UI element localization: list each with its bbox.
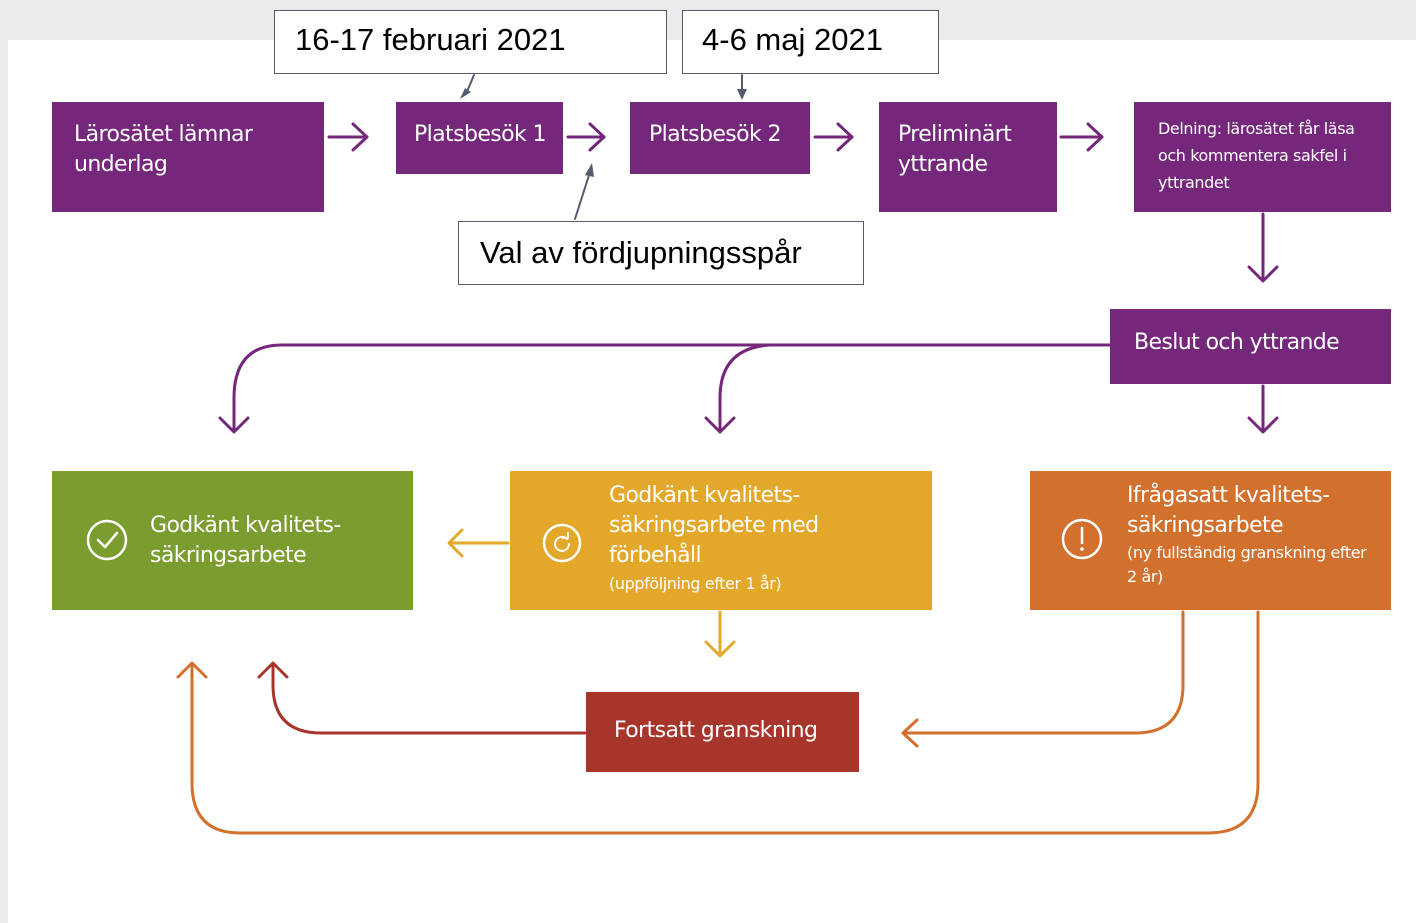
step-submit-materials: Lärosätet lämnar underlag — [52, 102, 324, 212]
refresh-circle-svg — [542, 523, 582, 563]
arrow-visit1-to-visit2 — [566, 122, 606, 152]
arrow-sharing-to-decision — [1247, 212, 1279, 283]
outcome-approved: Godkänt kvalitets-säkringsarbete — [52, 471, 413, 610]
step-preliminary-statement: Preliminärt yttrande — [879, 102, 1057, 212]
checkmark-circle-icon — [86, 519, 128, 570]
step-site-visit-1-label: Platsbesök 1 — [414, 122, 547, 147]
arrow-reserved-to-approved — [447, 528, 510, 558]
flow-arrow-red — [257, 661, 587, 735]
step-sharing: Delning: lärosätet får läsa och kommente… — [1134, 102, 1391, 212]
exclamation-circle-svg — [1061, 518, 1103, 560]
outcome-approved-with-reservation: Godkänt kvalitets-säkringsarbete med för… — [510, 471, 932, 610]
step-site-visit-1: Platsbesök 1 — [396, 102, 563, 174]
arrow-questioned-to-approved — [176, 610, 1260, 835]
step-decision: Beslut och yttrande — [1110, 309, 1391, 384]
arrow-decision-to-questioned — [1247, 384, 1279, 434]
outcome-reserved-note: (uppföljning efter 1 år) — [609, 574, 782, 593]
flow-arrows-orange — [176, 610, 1260, 835]
callout-date-visit2: 4-6 maj 2021 — [682, 10, 939, 74]
exclamation-circle-icon — [1061, 518, 1103, 569]
step-site-visit-2: Platsbesök 2 — [630, 102, 810, 174]
callout-track-choice: Val av fördjupningsspår — [458, 221, 864, 285]
outcome-continued-review: Fortsatt granskning — [586, 692, 859, 772]
outcome-questioned-label: Ifrågasatt kvalitets-säkringsarbete — [1127, 483, 1330, 538]
callout-track-choice-text: Val av fördjupningsspår — [480, 235, 802, 270]
arrow-reserved-to-continued — [704, 610, 736, 658]
step-site-visit-2-label: Platsbesök 2 — [649, 122, 782, 147]
step-preliminary-statement-label: Preliminärt yttrande — [898, 122, 1012, 177]
outcome-continued-label: Fortsatt granskning — [614, 718, 818, 743]
arrow-prelim-to-sharing — [1059, 122, 1104, 152]
pointer-head-track — [585, 163, 594, 177]
arrow-decision-to-reserved — [704, 343, 772, 434]
checkmark-circle-svg — [86, 519, 128, 561]
callout-date-visit1: 16-17 februari 2021 — [274, 10, 667, 74]
outcome-approved-label: Godkänt kvalitets-säkringsarbete — [150, 513, 341, 568]
callout-date-visit2-text: 4-6 maj 2021 — [702, 22, 883, 57]
pointer-head-date2 — [737, 89, 747, 100]
pointer-head-date1 — [460, 88, 471, 99]
step-sharing-label: Delning: lärosätet får läsa och kommente… — [1158, 119, 1355, 192]
outcome-questioned-note: (ny fullständig granskning efter 2 år) — [1127, 543, 1367, 586]
arrow-questioned-to-continued — [901, 610, 1185, 748]
outcome-reserved-label: Godkänt kvalitets-säkringsarbete med för… — [609, 483, 819, 568]
arrow-decision-to-approved — [218, 343, 1112, 434]
flow-arrows-top — [218, 122, 1279, 434]
flow-arrows-yellow — [447, 528, 736, 658]
refresh-circle-icon — [542, 523, 582, 572]
step-submit-materials-label: Lärosätet lämnar underlag — [74, 122, 253, 177]
arrow-visit2-to-prelim — [813, 122, 854, 152]
step-decision-label: Beslut och yttrande — [1134, 330, 1340, 355]
pointer-track — [574, 171, 591, 220]
callout-date-visit1-text: 16-17 februari 2021 — [295, 22, 566, 57]
arrow-submit-to-visit1 — [327, 122, 369, 152]
outcome-questioned: Ifrågasatt kvalitets-säkringsarbete (ny … — [1030, 471, 1391, 610]
arrow-continued-to-approved — [257, 661, 587, 735]
